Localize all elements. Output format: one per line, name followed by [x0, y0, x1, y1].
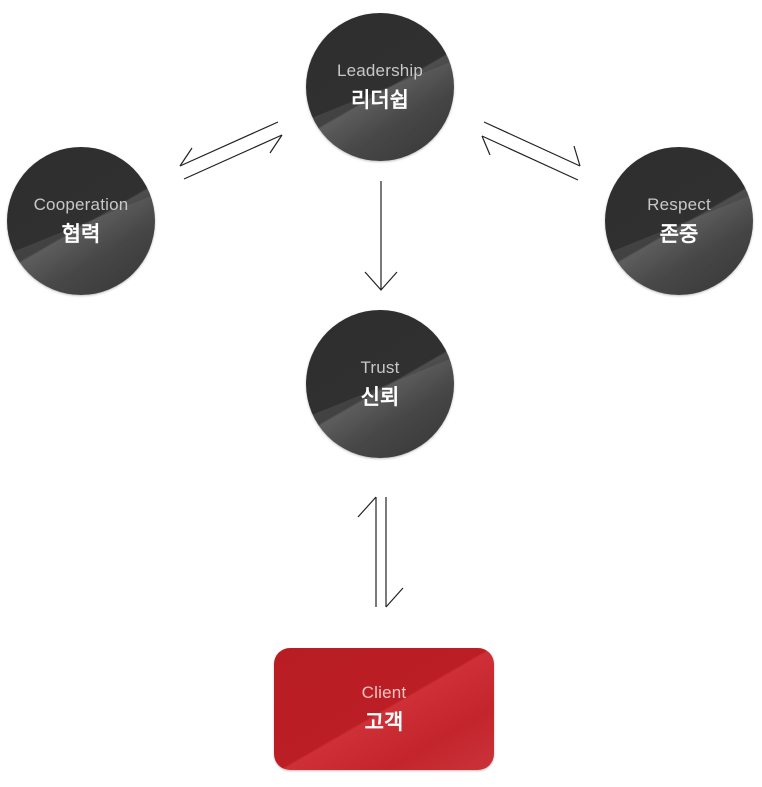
node-leadership: Leadership 리더쉽 [306, 13, 454, 161]
node-respect: Respect 존중 [605, 147, 753, 295]
node-client-en: Client [361, 682, 407, 702]
node-client-ko: 고객 [364, 709, 404, 734]
arrow-trust-client [357, 496, 404, 608]
node-respect-ko: 존중 [659, 221, 699, 246]
arrow-leadership-respect [481, 121, 581, 181]
node-trust-en: Trust [360, 357, 400, 377]
node-trust-ko: 신뢰 [360, 384, 400, 409]
arrow-leadership-cooperation [179, 121, 283, 180]
node-trust: Trust 신뢰 [306, 310, 454, 458]
node-leadership-ko: 리더쉽 [351, 87, 409, 112]
node-cooperation-ko: 협력 [61, 221, 101, 246]
node-respect-en: Respect [647, 194, 711, 214]
node-leadership-en: Leadership [336, 60, 424, 80]
node-cooperation: Cooperation 협력 [7, 147, 155, 295]
arrow-leadership-trust [364, 181, 398, 291]
node-cooperation-en: Cooperation [33, 194, 129, 214]
node-client: Client 고객 [274, 648, 494, 770]
